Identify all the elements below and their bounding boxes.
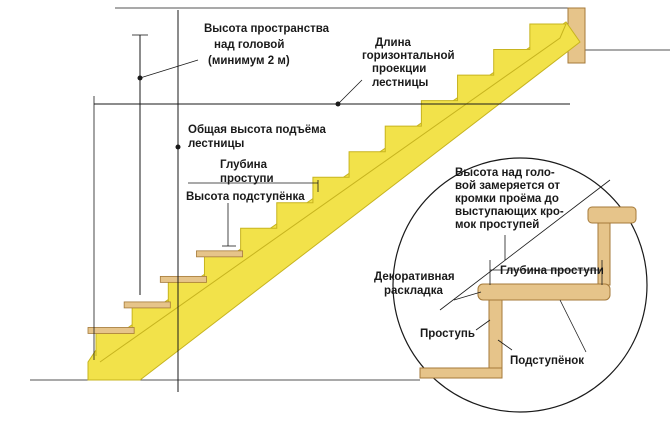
stair-step-profile xyxy=(95,23,567,363)
detail-tread xyxy=(477,283,611,301)
stair-tread xyxy=(87,327,135,334)
headroom-leader xyxy=(139,59,199,79)
detail-stair xyxy=(419,179,637,379)
riser-height-label: Высота подступёнка xyxy=(186,191,305,203)
detail-stringer-edge xyxy=(559,299,587,353)
stair-tread xyxy=(159,275,207,283)
detail-tread-depth-label: Глубина проступи xyxy=(500,265,604,277)
detail-riser-leader xyxy=(497,339,513,351)
detail-riser-label: Подступёнок xyxy=(510,355,584,367)
tread-depth-label: Глубина проступи xyxy=(220,159,274,185)
horizontal-length-leader xyxy=(337,79,363,105)
horizontal-length-label: Длина горизонтальной проекции лестницы xyxy=(362,37,458,89)
stair-tread xyxy=(123,301,171,309)
stair-tread xyxy=(196,250,244,258)
detail-note-label: Высота над голо- вой замеряется от кромк… xyxy=(455,167,567,231)
detail-tread-label: Проступь xyxy=(420,328,475,340)
detail-nosing-line xyxy=(439,179,611,311)
detail-riser xyxy=(488,299,503,371)
detail-nosing-leader xyxy=(453,291,482,301)
detail-upper-tread xyxy=(587,206,637,224)
detail-tread-leader xyxy=(475,319,491,331)
total-height-marker xyxy=(175,144,181,150)
detail-lower-tread xyxy=(419,367,503,379)
headroom-label: Высота пространства над головой (минимум… xyxy=(204,23,332,67)
decorative-nosing-label: Декоративная раскладка xyxy=(374,271,458,297)
stair-steps xyxy=(87,23,567,363)
total-height-label: Общая высота подъёма лестницы xyxy=(188,124,329,150)
